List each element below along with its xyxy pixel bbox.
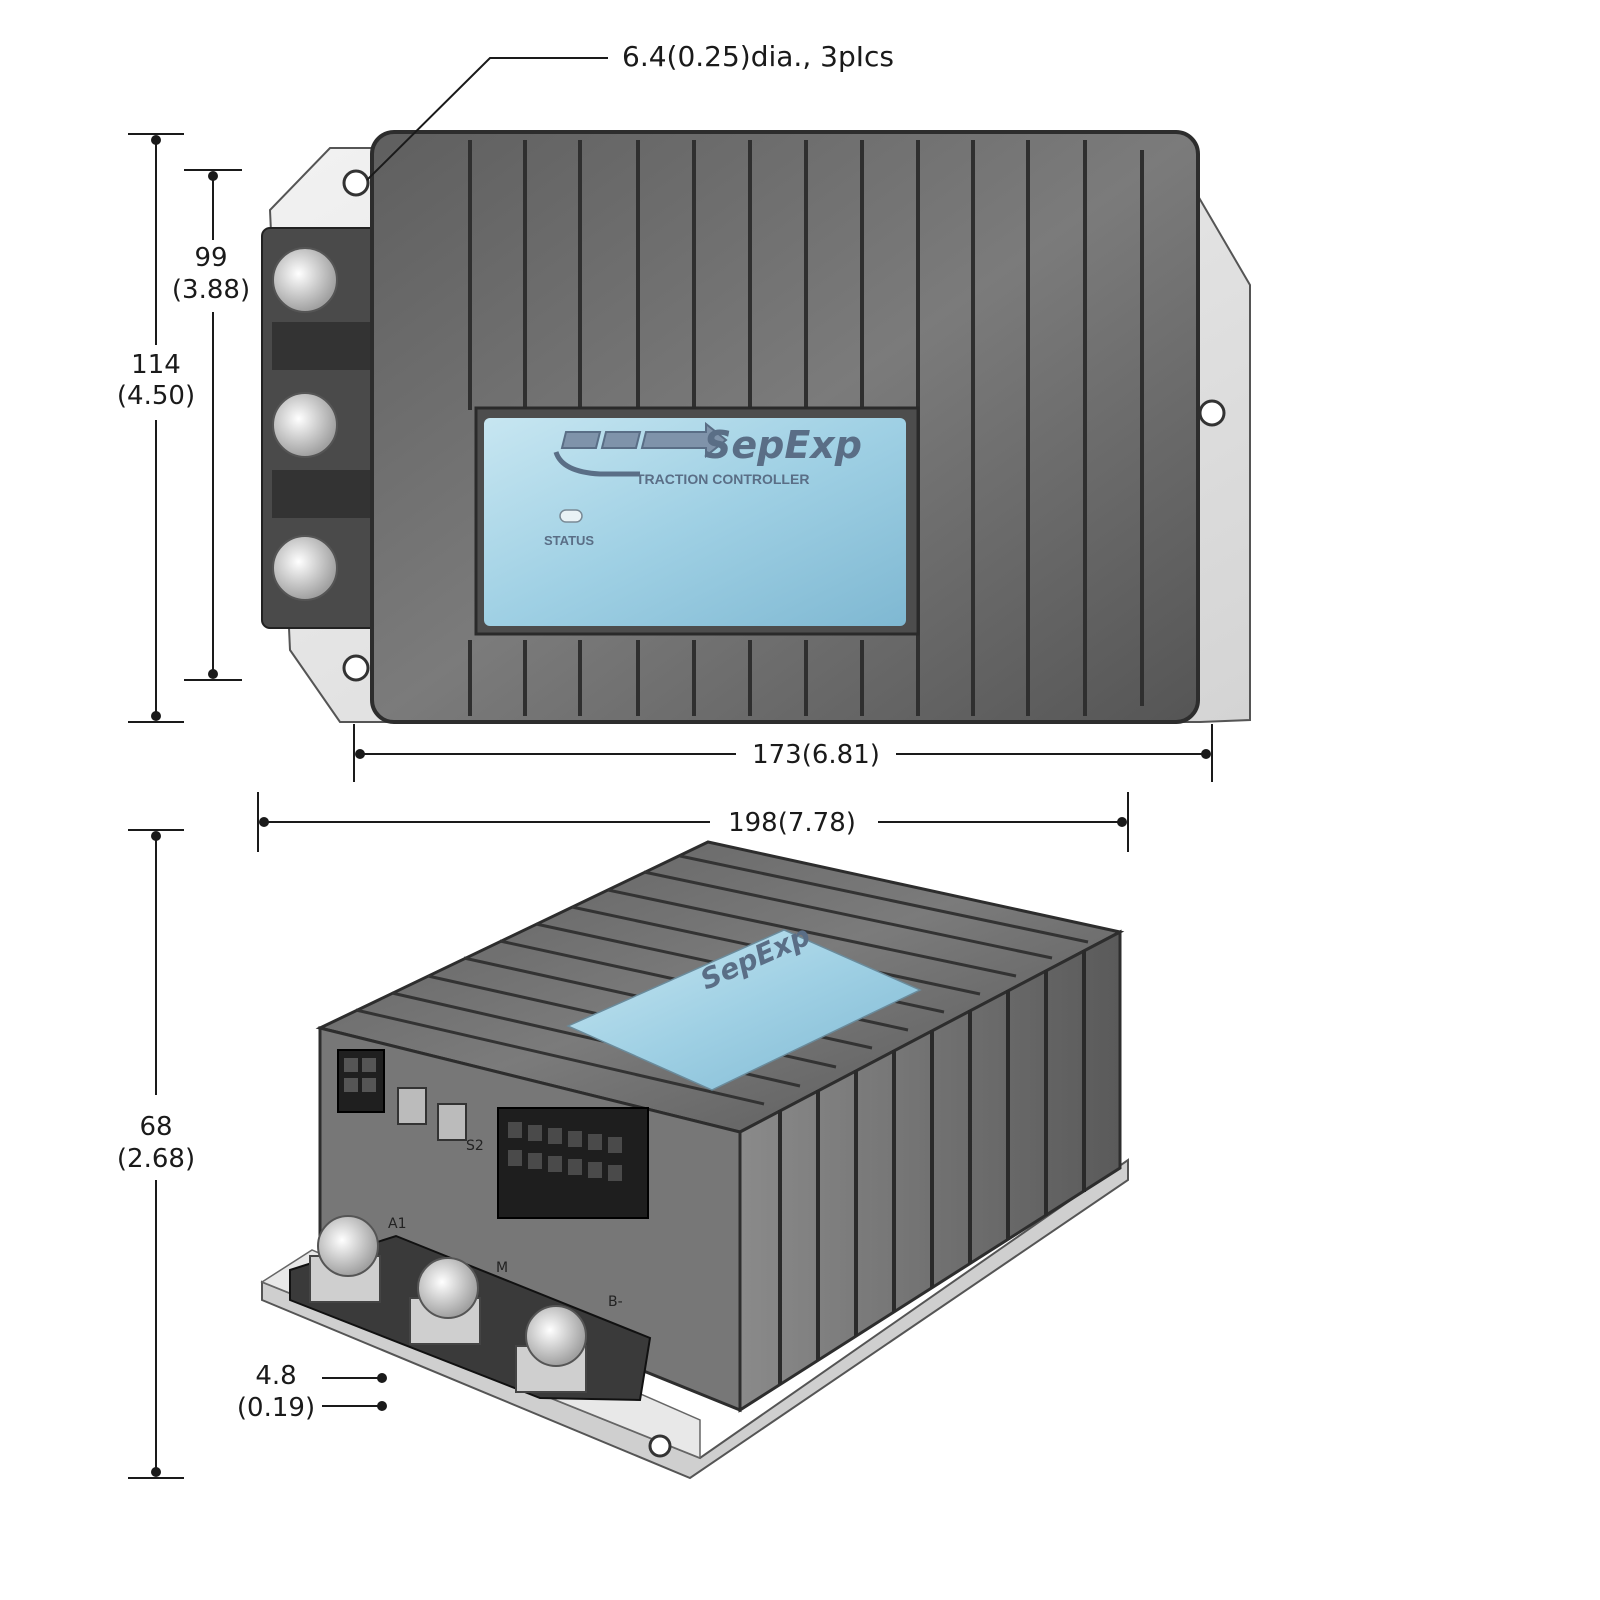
bolt-b-minus (525, 1305, 587, 1367)
dim-plate-thickness (322, 1373, 387, 1411)
mount-hole-right (1198, 399, 1226, 427)
terminal-mark-m: M (496, 1260, 508, 1276)
dim-height-perspective-imperial: (2.68) (117, 1144, 195, 1174)
dim-plate-imperial: (0.19) (237, 1393, 315, 1423)
terminal-mark-a1: A1 (388, 1216, 406, 1232)
dim-width-body (353, 724, 1213, 782)
side-fins (778, 950, 1086, 1384)
bolt-terminal-3 (272, 535, 338, 601)
dim-height-perspective (128, 829, 184, 1479)
label-subtitle: TRACTION CONTROLLER (636, 471, 809, 487)
bolt-m (417, 1257, 479, 1319)
top-view: SepExp TRACTION CONTROLLER STATUS (261, 130, 1251, 724)
brand-arrow-icon (553, 421, 728, 477)
connector-pins (508, 1122, 622, 1181)
status-label: STATUS (544, 533, 594, 548)
dim-width-overall-text: 198(7.78) (728, 808, 856, 838)
dim-height-inner (184, 169, 242, 681)
dim-width-overall (257, 792, 1129, 852)
power-bolts (309, 1215, 587, 1393)
status-led (559, 509, 583, 523)
dim-height-outer-value: 114 (131, 350, 181, 380)
base-mount-hole (648, 1434, 672, 1458)
dim-plate-value: 4.8 (255, 1361, 296, 1391)
hole-callout: 6.4(0.25)dia., 3pIcs (366, 40, 894, 181)
connector-mark-s2: S2 (466, 1138, 484, 1154)
mount-hole-bottom-left (342, 654, 370, 682)
dim-width-body-text: 173(6.81) (752, 740, 880, 770)
mount-hole-top-left (342, 169, 370, 197)
bolt-a1 (317, 1215, 379, 1277)
terminal-bolts (272, 247, 338, 601)
dim-height-perspective-value: 68 (139, 1112, 172, 1142)
spade-terminal-2 (437, 1103, 467, 1141)
hole-callout-text: 6.4(0.25)dia., 3pIcs (622, 40, 894, 73)
dim-height-outer-imperial: (4.50) (117, 381, 195, 411)
bolt-terminal-2 (272, 392, 338, 458)
dim-height-outer (128, 133, 184, 723)
bolt-terminal-1 (272, 247, 338, 313)
spade-terminal-1 (397, 1087, 427, 1125)
label-panel (484, 418, 906, 626)
brand-name: SepExp (704, 423, 862, 467)
terminal-mark-b: B- (608, 1294, 623, 1310)
perspective-label-panel (566, 929, 922, 1091)
perspective-view: SepExp S2 (260, 840, 1129, 1480)
dim-height-inner-imperial: (3.88) (172, 275, 250, 305)
dim-height-inner-value: 99 (194, 243, 227, 273)
